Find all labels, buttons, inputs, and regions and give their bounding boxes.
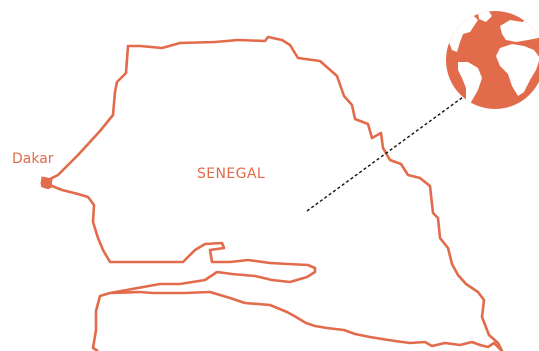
leader-line <box>306 69 501 212</box>
country-label: SENEGAL <box>197 166 265 182</box>
globe-icon <box>446 11 539 109</box>
senegal-border <box>45 35 504 351</box>
gambia-border <box>45 180 317 295</box>
city-marker <box>40 176 53 189</box>
city-label: Dakar <box>12 151 54 167</box>
